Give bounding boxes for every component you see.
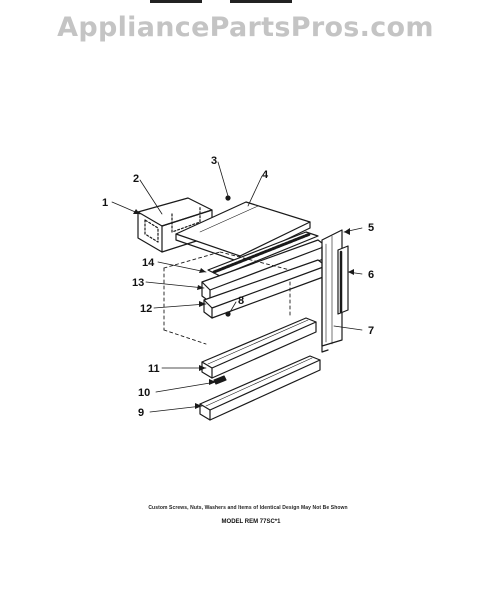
callout-12: 12 [140,303,152,315]
callout-8: 8 [238,295,244,307]
part-6-side-strip [337,245,349,315]
leader-lines [111,161,363,413]
part-14-front-trim [207,231,319,277]
part-9-bottom-rail [199,355,321,421]
part-10-clip [213,375,227,385]
footer-disclaimer: Custom Screws, Nuts, Washers and Items o… [148,505,348,511]
model-number: MODEL REM 77SC*1 [221,519,281,525]
callout-7: 7 [368,325,374,337]
callout-5: 5 [368,222,374,234]
top-crop-bar-left [150,0,202,3]
callout-numbers: 1 2 3 4 5 6 7 8 9 10 11 12 13 14 [102,155,374,419]
callout-2: 2 [133,173,139,185]
top-crop-bar-right [230,0,292,3]
part-3-screw [225,195,231,201]
callout-14: 14 [142,257,155,269]
callout-6: 6 [368,269,374,281]
callout-1: 1 [102,197,108,209]
callout-10: 10 [138,387,150,399]
part-8-screw [225,311,231,317]
site-watermark: AppliancePartsPros.com [57,12,434,43]
callout-11: 11 [148,363,160,375]
callout-13: 13 [132,277,144,289]
callout-3: 3 [211,155,217,167]
leader-arrowheads [133,209,354,409]
callout-9: 9 [138,407,144,419]
part-7-side-trim [321,229,343,353]
callout-4: 4 [262,169,269,181]
